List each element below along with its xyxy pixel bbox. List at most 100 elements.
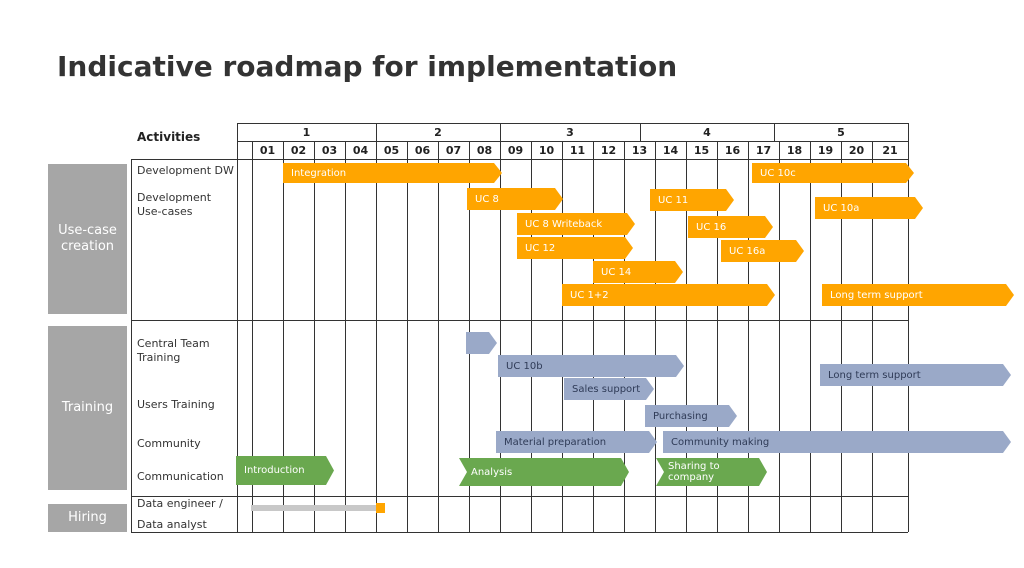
grid-line xyxy=(237,123,238,141)
phase-label: 1 xyxy=(302,125,311,139)
activity-community: Community xyxy=(137,437,201,450)
grid-line xyxy=(237,123,238,532)
activities-header: Activities xyxy=(137,130,201,144)
activity-users-training: Users Training xyxy=(137,398,215,411)
group-hiring: Hiring xyxy=(48,504,127,532)
grid-line xyxy=(131,159,132,532)
week-label: 15 xyxy=(693,143,710,157)
week-label: 06 xyxy=(414,143,431,157)
activity-data-engineer: Data engineer / xyxy=(137,497,223,510)
hiring-progress-bar xyxy=(251,505,376,511)
grid-line xyxy=(774,123,775,141)
grid-line xyxy=(624,141,625,532)
roadmap-bar: Purchasing xyxy=(645,405,737,427)
group-training: Training xyxy=(48,326,127,490)
grid-line xyxy=(237,141,908,142)
grid-line xyxy=(237,123,908,124)
activity-development-dw: Development DW xyxy=(137,164,234,177)
week-label: 12 xyxy=(600,143,617,157)
roadmap-bar: UC 14 xyxy=(593,261,683,283)
roadmap-bar: UC 1+2 xyxy=(562,284,775,306)
grid-line xyxy=(407,141,408,532)
grid-line xyxy=(131,532,908,533)
week-label: 14 xyxy=(662,143,679,157)
grid-line xyxy=(438,141,439,532)
week-label: 13 xyxy=(631,143,648,157)
week-label: 21 xyxy=(882,143,898,157)
week-label: 10 xyxy=(538,143,555,157)
grid-line xyxy=(779,141,780,532)
grid-line xyxy=(908,123,909,141)
group-label: Use-case creation xyxy=(58,223,117,254)
grid-line xyxy=(562,141,563,532)
week-label: 16 xyxy=(724,143,741,157)
roadmap-bar: Long term support xyxy=(822,284,1014,306)
phase-label: 4 xyxy=(703,125,711,139)
roadmap-bar: UC 12 xyxy=(517,237,633,259)
grid-line xyxy=(376,141,377,532)
grid-line xyxy=(131,159,908,160)
roadmap-bar: UC 11 xyxy=(650,189,734,211)
activity-central-team-training: Central Team Training xyxy=(137,337,210,364)
activity-development-use-cases: Development Use-cases xyxy=(137,191,212,218)
roadmap-bar: UC 16 xyxy=(688,216,773,238)
grid-line xyxy=(131,320,908,321)
page-title: Indicative roadmap for implementation xyxy=(57,50,678,83)
roadmap-bar: Long term support xyxy=(820,364,1011,386)
roadmap-bar: Material preparation xyxy=(496,431,657,453)
roadmap-bar: UC 10b xyxy=(498,355,684,377)
week-label: 02 xyxy=(290,143,307,157)
group-use-case-creation: Use-case creation xyxy=(48,164,127,314)
roadmap-bar: Sales support xyxy=(564,378,654,400)
grid-line xyxy=(640,123,641,141)
grid-line xyxy=(655,141,656,532)
group-label: Hiring xyxy=(68,510,107,525)
grid-line xyxy=(252,141,253,532)
roadmap-bar: Analysis xyxy=(459,458,629,486)
grid-line xyxy=(908,141,909,532)
grid-line xyxy=(686,141,687,532)
grid-line xyxy=(810,141,811,532)
roadmap-bar: UC 16a xyxy=(721,240,804,262)
week-label: 07 xyxy=(445,143,462,157)
roadmap-bar: Sharing to company xyxy=(656,458,767,486)
grid-line xyxy=(841,141,842,532)
week-label: 20 xyxy=(848,143,865,157)
activity-communication: Communication xyxy=(137,470,224,483)
grid-line xyxy=(376,123,377,141)
grid-line xyxy=(717,141,718,532)
roadmap-bar xyxy=(466,332,497,354)
grid-line xyxy=(314,141,315,532)
roadmap-bar: UC 8 Writeback xyxy=(517,213,635,235)
roadmap-bar: UC 10c xyxy=(752,163,914,183)
grid-line xyxy=(748,141,749,532)
grid-line xyxy=(531,141,532,532)
week-label: 19 xyxy=(817,143,834,157)
week-label: 18 xyxy=(786,143,803,157)
week-label: 01 xyxy=(259,143,276,157)
grid-line xyxy=(593,141,594,532)
phase-label: 2 xyxy=(434,125,442,139)
week-label: 17 xyxy=(755,143,772,157)
week-label: 09 xyxy=(507,143,524,157)
phase-label: 3 xyxy=(566,125,574,139)
roadmap-bar: Introduction xyxy=(236,456,334,485)
roadmap-bar: UC 8 xyxy=(467,188,563,210)
week-label: 08 xyxy=(476,143,493,157)
week-label: 04 xyxy=(352,143,369,157)
activity-data-analyst: Data analyst xyxy=(137,518,207,531)
roadmap-bar: UC 10a xyxy=(815,197,923,219)
hiring-milestone-marker xyxy=(376,503,385,513)
week-label: 11 xyxy=(569,143,586,157)
group-label: Training xyxy=(61,400,114,415)
grid-line xyxy=(872,141,873,532)
roadmap-bar: Community making xyxy=(663,431,1011,453)
roadmap-bar: Integration xyxy=(283,163,502,183)
week-label: 05 xyxy=(383,143,400,157)
grid-line xyxy=(500,123,501,141)
grid-line xyxy=(500,141,501,532)
grid-line xyxy=(345,141,346,532)
grid-line xyxy=(131,496,908,497)
phase-label: 5 xyxy=(837,125,845,139)
grid-line xyxy=(283,141,284,532)
